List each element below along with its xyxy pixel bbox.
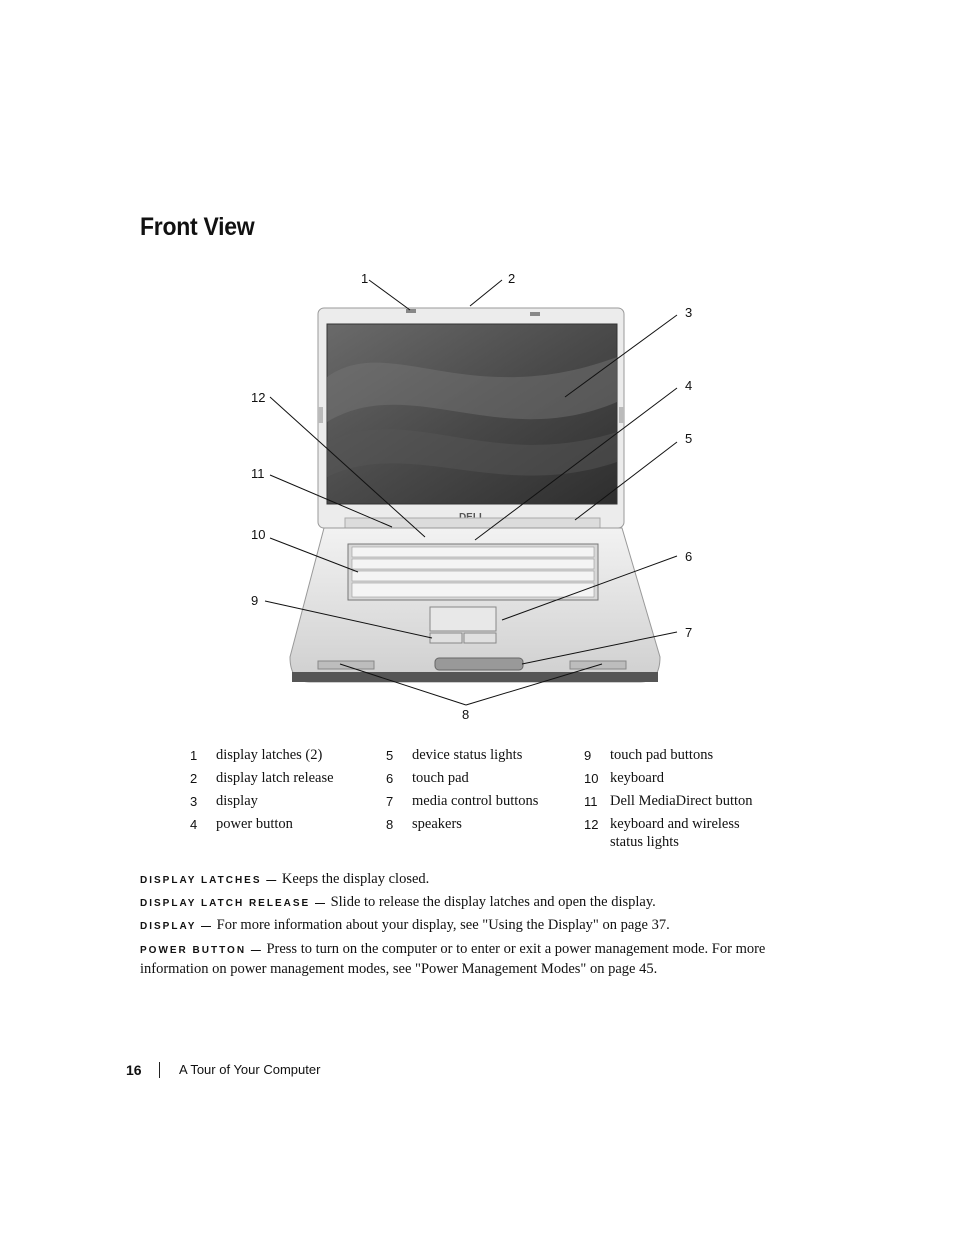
legend-label: keyboard and wireless status lights	[610, 816, 740, 850]
footer-chapter-title: A Tour of Your Computer	[179, 1062, 321, 1077]
legend-number: 3	[190, 794, 198, 809]
legend-column-1: 1 display latches (2) 2 display latch rele…	[190, 746, 380, 838]
laptop-display	[326, 323, 618, 505]
display-latch-left	[406, 309, 416, 313]
legend-label: display latch release	[216, 770, 334, 786]
description-power-button: Power button — Press to turn on the comp…	[140, 940, 770, 978]
legend-label: keyboard	[610, 770, 664, 786]
description-display-latch-release: Display latch release — Slide to release…	[140, 893, 770, 913]
legend-label: touch pad	[412, 770, 469, 786]
legend-column-3: 9 touch pad buttons 10 keyboard 11 Dell Med…	[584, 746, 784, 850]
keyboard-keys	[351, 546, 595, 598]
legend-label: touch pad buttons	[610, 747, 714, 763]
legend-label: display	[216, 793, 258, 809]
display-latch-right	[530, 312, 540, 316]
legend-column-2: 5 device status lights 6 touch pad 7 media …	[386, 746, 576, 838]
touch-pad-left-button	[429, 632, 463, 644]
legend-number: 2	[190, 771, 198, 786]
legend-label: display latches (2)	[216, 747, 323, 763]
legend-label: device status lights	[412, 747, 523, 763]
legend-number: 8	[386, 817, 394, 832]
callout-6: 6	[685, 549, 692, 564]
description-text: Slide to release the display latches and…	[330, 894, 656, 910]
legend-row: 7 media control buttons	[386, 792, 576, 815]
legend-row: 4 power button	[190, 815, 380, 838]
legend-row: 2 display latch release	[190, 769, 380, 792]
callout-8: 8	[462, 707, 469, 722]
description-text: Press to turn on the computer or to ente…	[140, 941, 766, 977]
legend-label: power button	[216, 816, 293, 832]
legend-number: 4	[190, 817, 198, 832]
description-term: Display latches —	[140, 875, 279, 886]
callout-1: 1	[361, 271, 368, 286]
description-display: Display — For more information about you…	[140, 916, 770, 936]
legend-row: 1 display latches (2)	[190, 746, 380, 769]
description-term: Display —	[140, 921, 214, 932]
description-display-latches: Display latches — Keeps the display clos…	[140, 870, 770, 890]
legend-number: 5	[386, 748, 394, 763]
description-term: Power button —	[140, 945, 263, 956]
legend-row: 10 keyboard	[584, 769, 784, 792]
legend-label: Dell MediaDirect button	[610, 793, 753, 809]
footer-separator	[159, 1062, 160, 1078]
legend-number: 1	[190, 748, 198, 763]
legend-number: 7	[386, 794, 394, 809]
description-text: For more information about your display,…	[216, 917, 670, 933]
description-term: Display latch release —	[140, 898, 327, 909]
description-text: Keeps the display closed.	[281, 871, 430, 887]
callout-9: 9	[251, 593, 258, 608]
laptop-front-view-illustration: DELL 1 2 3 4 5 6	[251, 271, 692, 722]
legend-row: 12 keyboard and wireless status lights	[584, 815, 784, 850]
callout-10: 10	[251, 527, 265, 542]
legend-number: 9	[584, 748, 592, 763]
legend-label: media control buttons	[412, 793, 539, 809]
legend-row: 6 touch pad	[386, 769, 576, 792]
touch-pad	[429, 606, 497, 632]
legend-label: speakers	[412, 816, 462, 832]
legend-number: 6	[386, 771, 394, 786]
callout-7: 7	[685, 625, 692, 640]
legend-row: 8 speakers	[386, 815, 576, 838]
callout-5: 5	[685, 431, 692, 446]
media-control-buttons	[434, 657, 524, 671]
callout-2: 2	[508, 271, 515, 286]
legend-row: 5 device status lights	[386, 746, 576, 769]
legend-row: 9 touch pad buttons	[584, 746, 784, 769]
callout-3: 3	[685, 305, 692, 320]
callout-11: 11	[251, 466, 265, 481]
legend-number: 12	[584, 817, 599, 832]
page-number: 16	[126, 1062, 142, 1078]
callout-4: 4	[685, 378, 692, 393]
legend-number: 10	[584, 771, 599, 786]
legend-number: 11	[584, 794, 598, 809]
touch-pad-right-button	[463, 632, 497, 644]
legend-row: 11 Dell MediaDirect button	[584, 792, 784, 815]
page-title: Front View	[140, 213, 255, 241]
callout-12: 12	[251, 390, 265, 405]
speaker-left	[317, 660, 375, 670]
legend-row: 3 display	[190, 792, 380, 815]
